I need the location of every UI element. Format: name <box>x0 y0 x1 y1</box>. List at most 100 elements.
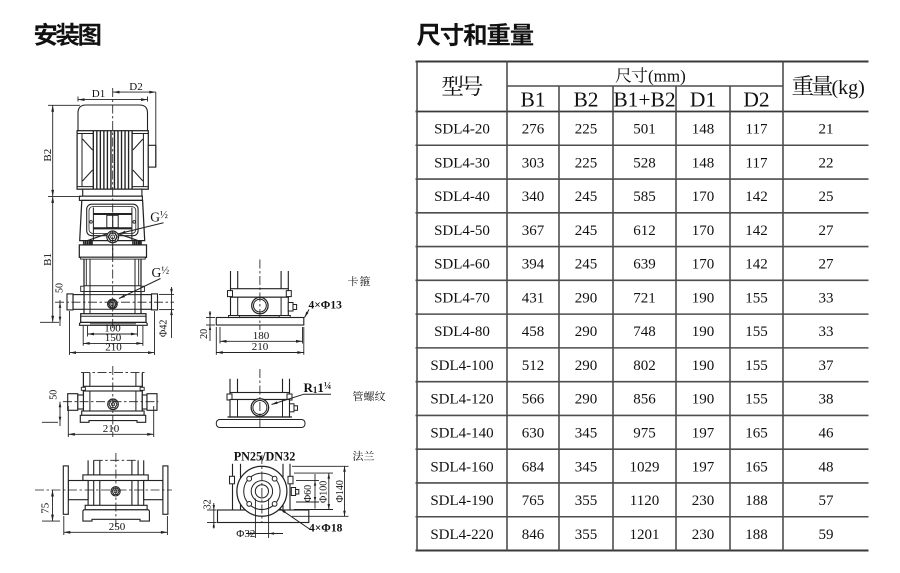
svg-text:765: 765 <box>522 493 545 509</box>
svg-text:188: 188 <box>745 527 768 543</box>
svg-text:B1: B1 <box>520 88 545 112</box>
svg-text:D1: D1 <box>690 88 716 112</box>
svg-text:SDL4-140: SDL4-140 <box>430 426 493 442</box>
svg-text:355: 355 <box>575 493 598 509</box>
svg-text:Φ140: Φ140 <box>335 480 346 502</box>
svg-text:PN25/DN32: PN25/DN32 <box>234 450 296 464</box>
svg-text:D2: D2 <box>743 88 769 112</box>
svg-text:197: 197 <box>692 459 715 475</box>
svg-text:50: 50 <box>49 390 60 400</box>
svg-text:142: 142 <box>745 223 768 239</box>
svg-text:B2: B2 <box>42 149 54 162</box>
svg-text:501: 501 <box>633 122 656 138</box>
svg-text:148: 148 <box>692 155 715 171</box>
svg-text:345: 345 <box>575 426 598 442</box>
svg-text:190: 190 <box>692 392 715 408</box>
svg-text:528: 528 <box>633 155 656 171</box>
svg-text:50: 50 <box>55 283 66 293</box>
svg-text:150: 150 <box>105 332 122 344</box>
svg-text:155: 155 <box>745 290 768 306</box>
svg-text:SDL4-20: SDL4-20 <box>434 122 490 138</box>
svg-text:431: 431 <box>522 290 545 306</box>
svg-text:230: 230 <box>692 527 715 543</box>
svg-text:197: 197 <box>692 426 715 442</box>
svg-text:(kg): (kg) <box>832 77 865 99</box>
svg-text:D1: D1 <box>92 88 105 100</box>
svg-text:245: 245 <box>575 223 598 239</box>
svg-text:37: 37 <box>819 358 835 374</box>
svg-text:180: 180 <box>253 330 270 342</box>
svg-text:612: 612 <box>633 223 656 239</box>
svg-text:355: 355 <box>575 527 598 543</box>
svg-text:32: 32 <box>202 499 213 509</box>
svg-text:155: 155 <box>745 358 768 374</box>
svg-text:SDL4-50: SDL4-50 <box>434 223 490 239</box>
svg-text:630: 630 <box>522 426 545 442</box>
svg-text:33: 33 <box>819 290 834 306</box>
svg-text:SDL4-40: SDL4-40 <box>434 189 490 205</box>
svg-text:846: 846 <box>522 527 545 543</box>
svg-text:225: 225 <box>575 122 598 138</box>
svg-text:G½: G½ <box>150 210 168 225</box>
svg-text:566: 566 <box>522 392 545 408</box>
svg-text:21: 21 <box>819 122 834 138</box>
svg-text:SDL4-30: SDL4-30 <box>434 155 490 171</box>
svg-text:585: 585 <box>633 189 656 205</box>
svg-text:155: 155 <box>745 324 768 340</box>
svg-text:G½: G½ <box>152 265 170 280</box>
svg-text:25: 25 <box>819 189 834 205</box>
svg-text:D2: D2 <box>129 81 142 93</box>
svg-text:B1+B2: B1+B2 <box>613 88 675 112</box>
svg-text:367: 367 <box>522 223 545 239</box>
svg-text:SDL4-160: SDL4-160 <box>430 459 493 475</box>
svg-text:721: 721 <box>633 290 656 306</box>
svg-text:22: 22 <box>819 155 834 171</box>
svg-text:165: 165 <box>745 459 768 475</box>
svg-text:148: 148 <box>692 122 715 138</box>
svg-text:975: 975 <box>633 426 656 442</box>
svg-text:4×Φ18: 4×Φ18 <box>309 523 343 535</box>
svg-text:245: 245 <box>575 257 598 273</box>
svg-text:142: 142 <box>745 257 768 273</box>
svg-text:856: 856 <box>633 392 656 408</box>
svg-text:170: 170 <box>692 223 715 239</box>
svg-text:48: 48 <box>819 459 834 475</box>
svg-text:46: 46 <box>819 426 835 442</box>
svg-text:290: 290 <box>575 290 598 306</box>
svg-text:345: 345 <box>575 459 598 475</box>
svg-text:33: 33 <box>819 324 834 340</box>
svg-text:190: 190 <box>692 290 715 306</box>
svg-text:250: 250 <box>109 521 126 533</box>
svg-text:SDL4-80: SDL4-80 <box>434 324 490 340</box>
svg-text:225: 225 <box>575 155 598 171</box>
svg-text:117: 117 <box>746 122 768 138</box>
svg-text:684: 684 <box>522 459 545 475</box>
svg-text:100: 100 <box>104 323 121 335</box>
svg-text:290: 290 <box>575 392 598 408</box>
svg-text:SDL4-120: SDL4-120 <box>430 392 493 408</box>
svg-text:57: 57 <box>819 493 835 509</box>
svg-text:38: 38 <box>819 392 834 408</box>
svg-text:190: 190 <box>692 324 715 340</box>
svg-text:303: 303 <box>522 155 545 171</box>
svg-text:R11¼: R11¼ <box>304 380 332 395</box>
svg-text:4×Φ13: 4×Φ13 <box>309 299 343 311</box>
svg-text:230: 230 <box>692 493 715 509</box>
svg-text:170: 170 <box>692 257 715 273</box>
svg-text:210: 210 <box>103 423 120 435</box>
svg-text:27: 27 <box>819 257 835 273</box>
svg-text:802: 802 <box>633 358 656 374</box>
svg-text:165: 165 <box>745 426 768 442</box>
svg-text:(mm): (mm) <box>648 67 686 86</box>
svg-text:B2: B2 <box>573 88 598 112</box>
svg-text:1201: 1201 <box>630 527 660 543</box>
svg-text:188: 188 <box>745 493 768 509</box>
svg-text:748: 748 <box>633 324 656 340</box>
svg-text:B1: B1 <box>42 253 54 266</box>
svg-text:170: 170 <box>692 189 715 205</box>
svg-text:75: 75 <box>40 502 52 514</box>
svg-text:155: 155 <box>745 392 768 408</box>
svg-text:639: 639 <box>633 257 656 273</box>
svg-text:117: 117 <box>746 155 768 171</box>
svg-text:142: 142 <box>745 189 768 205</box>
